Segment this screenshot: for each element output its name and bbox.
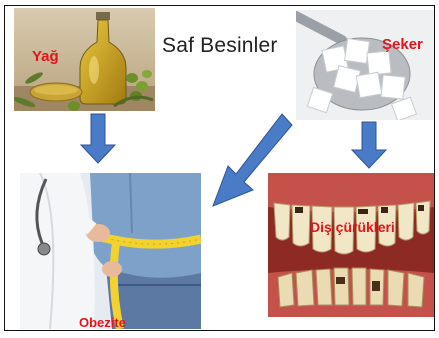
arrow-oil-to-obesity	[81, 114, 115, 163]
arrow-sugar-to-obesity	[213, 114, 292, 206]
arrow-sugar-to-teeth	[352, 122, 386, 168]
